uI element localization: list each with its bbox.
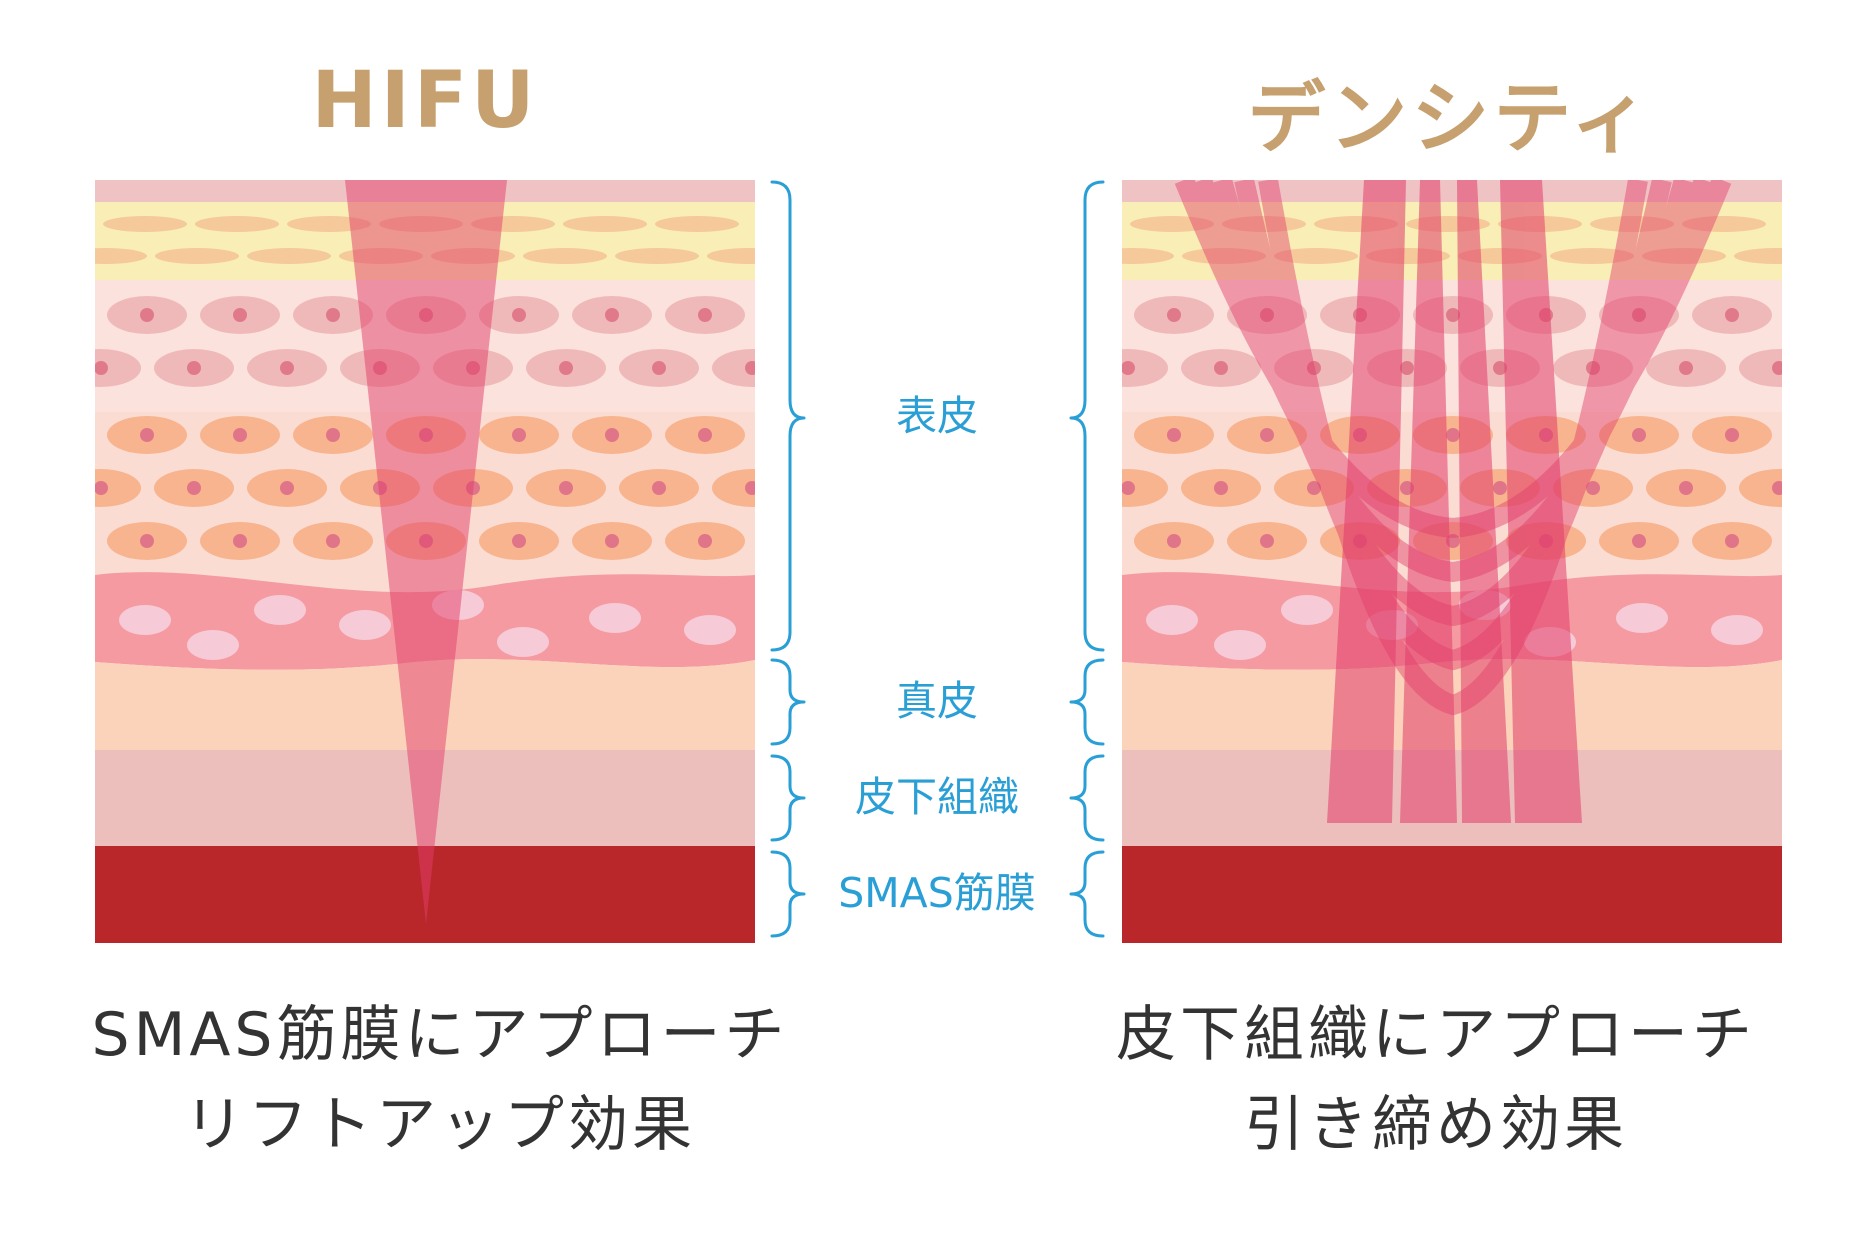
smas-label: SMAS筋膜 xyxy=(838,869,1036,917)
dermis-label: 真皮 xyxy=(896,677,978,725)
density-caption: 皮下組織にアプローチ 引き締め効果 xyxy=(996,990,1875,1170)
hifu-caption: SMAS筋膜にアプローチ リフトアップ効果 xyxy=(0,990,880,1170)
epidermis-label: 表皮 xyxy=(896,392,978,440)
smas-bracket-left xyxy=(770,850,806,938)
dermis-bracket-left xyxy=(770,658,806,746)
density-skin-diagram xyxy=(1122,180,1782,943)
hifu-caption-line2: リフトアップ効果 xyxy=(184,1090,696,1160)
subcutaneous-label: 皮下組織 xyxy=(855,773,1019,821)
epidermis-bracket-right xyxy=(1069,180,1105,652)
dermis-bracket-right xyxy=(1069,658,1105,746)
density-curved-beams xyxy=(1174,180,1732,716)
density-title: デンシティ xyxy=(1247,74,1653,164)
subcutaneous-bracket-right xyxy=(1069,754,1105,842)
smas-bracket-right xyxy=(1069,850,1105,938)
hifu-title: HIFU xyxy=(311,56,539,146)
subcutaneous-bracket-left xyxy=(770,754,806,842)
hifu-focused-beam xyxy=(345,180,507,924)
hifu-caption-line1: SMAS筋膜にアプローチ xyxy=(91,1000,789,1070)
density-vertical-beams xyxy=(1327,180,1582,823)
density-caption-line1: 皮下組織にアプローチ xyxy=(1116,1000,1756,1070)
density-caption-line2: 引き締め効果 xyxy=(1244,1090,1628,1160)
smas-layer xyxy=(1122,846,1782,943)
epidermis-bracket-left xyxy=(770,180,806,652)
hifu-skin-diagram xyxy=(95,180,755,943)
